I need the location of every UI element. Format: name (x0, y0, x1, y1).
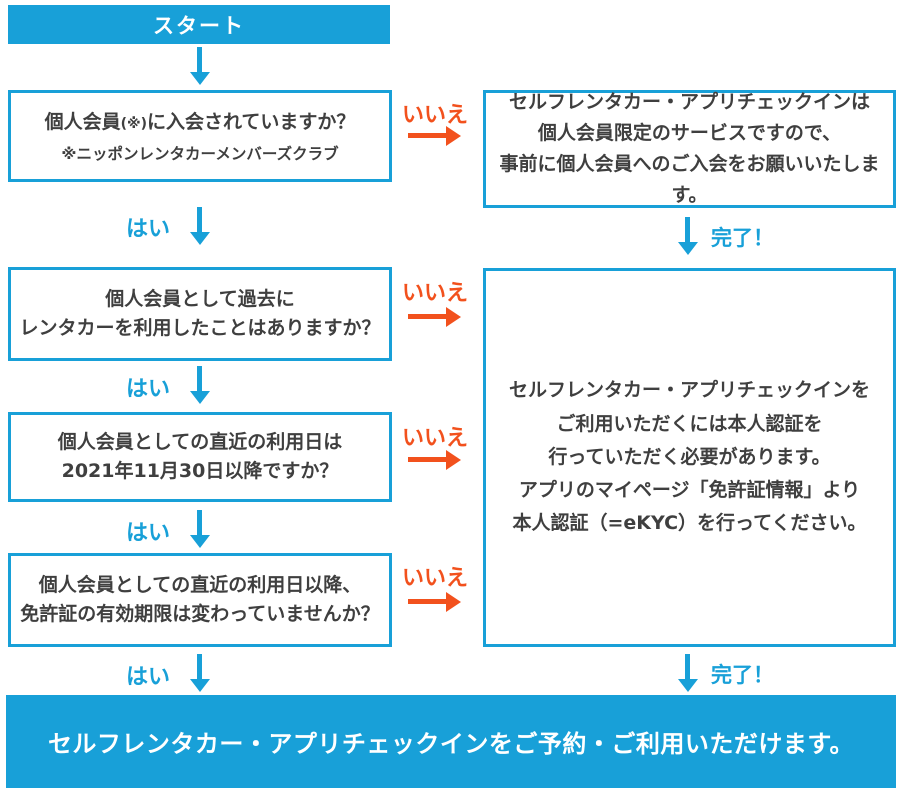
result-line: ご利用いただくには本人認証を (556, 412, 823, 435)
down-arrow-icon (197, 207, 202, 232)
result-line: 個人会員限定のサービスですので、 (537, 122, 842, 145)
question-box-2: 個人会員として過去に レンタカーを利用したことはありますか？ (8, 267, 392, 361)
result-line: 本人認証（=eKYC）を行ってください。 (512, 512, 867, 535)
down-arrow-icon (197, 654, 202, 679)
no-label: いいえ (402, 426, 469, 451)
question-1-text-part: 個人会員 (44, 111, 121, 134)
question-1-ref-mark: (※) (120, 116, 147, 133)
result-line: セルフレンタカー・アプリチェックインを (508, 379, 870, 402)
no-label: いいえ (402, 566, 469, 591)
no-label: いいえ (402, 281, 469, 306)
result-line: 行っていただく必要があります。 (548, 445, 831, 468)
done-label: 完了！ (711, 663, 774, 687)
result-line: アプリのマイページ「免許証情報」より (518, 479, 861, 502)
question-2-line: 個人会員として過去に (105, 287, 295, 310)
question-3-line: 個人会員としての直近の利用日は (57, 430, 343, 453)
question-3-text: 個人会員としての直近の利用日は 2021年11月30日以降ですか？ (58, 428, 342, 487)
result-box-ekyc: セルフレンタカー・アプリチェックインを ご利用いただくには本人認証を 行っていた… (483, 268, 896, 647)
down-arrow-icon (685, 217, 690, 242)
right-arrow-icon (408, 457, 446, 462)
question-1-text: 個人会員(※)に入会されていますか？ (45, 108, 356, 137)
final-result-banner: セルフレンタカー・アプリチェックインをご予約・ご利用いただけます。 (6, 695, 896, 788)
question-2-text: 個人会員として過去に レンタカーを利用したことはありますか？ (19, 285, 380, 344)
question-2-line: レンタカーを利用したことはありますか？ (19, 317, 381, 339)
question-1-note: ※ニッポンレンタカーメンバーズクラブ (61, 144, 339, 163)
start-node: スタート (8, 5, 390, 44)
down-arrow-icon (685, 654, 690, 679)
result-line: 事前に個人会員へのご入会をお願いいたします。 (499, 153, 880, 206)
question-3-line: 2021年11月30日以降ですか？ (61, 460, 339, 482)
question-box-4: 個人会員としての直近の利用日以降、 免許証の有効期限は変わっていませんか？ (8, 553, 392, 647)
down-arrow-icon (197, 47, 202, 72)
question-4-line: 免許証の有効期限は変わっていませんか？ (20, 603, 380, 625)
question-4-line: 個人会員としての直近の利用日以降、 (38, 573, 362, 596)
right-arrow-icon (408, 314, 446, 319)
yes-label: はい (126, 217, 171, 242)
yes-label: はい (126, 521, 171, 546)
down-arrow-icon (197, 366, 202, 391)
yes-label: はい (126, 377, 171, 402)
question-4-text: 個人会員としての直近の利用日以降、 免許証の有効期限は変わっていませんか？ (20, 571, 379, 630)
right-arrow-icon (408, 133, 446, 138)
yes-label: はい (126, 665, 171, 690)
question-box-1: 個人会員(※)に入会されていますか？ ※ニッポンレンタカーメンバーズクラブ (8, 90, 392, 182)
result-box-membership: セルフレンタカー・アプリチェックインは 個人会員限定のサービスですので、 事前に… (483, 90, 896, 208)
question-box-3: 個人会員としての直近の利用日は 2021年11月30日以降ですか？ (8, 412, 392, 502)
done-label: 完了！ (711, 226, 774, 250)
result-line: セルフレンタカー・アプリチェックインは (508, 91, 870, 114)
question-1-text-part: に入会されていますか？ (147, 111, 356, 134)
down-arrow-icon (197, 510, 202, 535)
right-arrow-icon (408, 599, 446, 604)
no-label: いいえ (402, 103, 469, 128)
